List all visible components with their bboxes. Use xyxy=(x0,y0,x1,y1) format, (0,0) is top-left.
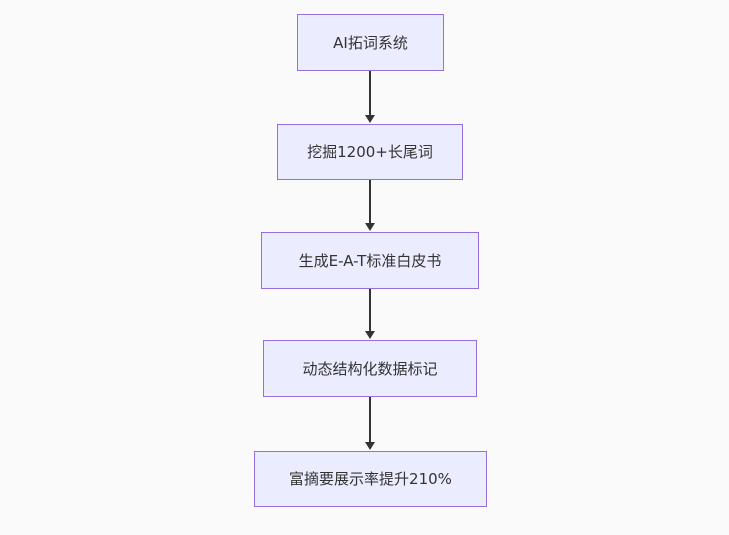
arrow-line xyxy=(369,71,371,117)
flow-arrow-1 xyxy=(364,71,376,123)
flow-node-structured-data-markup: 动态结构化数据标记 xyxy=(263,340,477,397)
flow-arrow-4 xyxy=(364,397,376,450)
flow-node-ai-keyword-system: AI拓词系统 xyxy=(297,14,444,71)
flow-node-longtail-mining: 挖掘1200+长尾词 xyxy=(277,124,463,180)
arrowhead-down-icon xyxy=(365,331,375,339)
flow-node-eat-whitepaper: 生成E-A-T标准白皮书 xyxy=(261,232,479,289)
flow-node-label: 生成E-A-T标准白皮书 xyxy=(298,251,442,270)
flow-node-label: AI拓词系统 xyxy=(333,33,408,52)
arrowhead-down-icon xyxy=(365,223,375,231)
flow-node-label: 挖掘1200+长尾词 xyxy=(307,143,433,161)
arrowhead-down-icon xyxy=(365,442,375,450)
arrow-line xyxy=(369,289,371,333)
arrow-line xyxy=(369,180,371,225)
flow-node-label: 富摘要展示率提升210% xyxy=(289,470,452,488)
flow-node-label: 动态结构化数据标记 xyxy=(302,359,438,378)
flow-node-rich-snippet-result: 富摘要展示率提升210% xyxy=(254,451,487,507)
arrow-line xyxy=(369,397,371,444)
flow-arrow-3 xyxy=(364,289,376,339)
arrowhead-down-icon xyxy=(365,115,375,123)
flow-arrow-2 xyxy=(364,180,376,231)
